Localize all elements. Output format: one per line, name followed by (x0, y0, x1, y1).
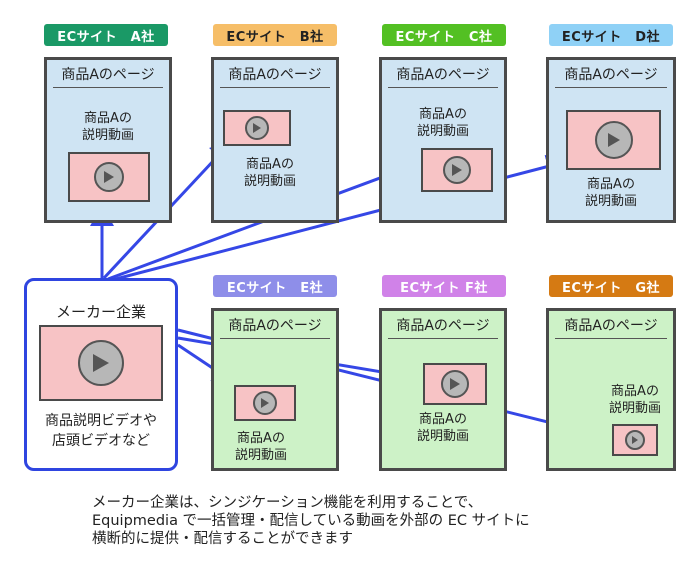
site-g-panel: 商品Aのページ 商品Aの説明動画 (546, 308, 676, 471)
site-b-panel: 商品Aのページ 商品Aの説明動画 (211, 57, 339, 223)
site-b-tag: ECサイト B社 (213, 24, 337, 46)
video-thumbnail[interactable] (423, 363, 487, 405)
page-title: 商品Aのページ (220, 66, 330, 88)
video-label: 商品Aの説明動画 (235, 431, 288, 463)
site-f-panel: 商品Aのページ 商品Aの説明動画 (379, 308, 507, 471)
site-e-tag: ECサイト E社 (213, 275, 337, 297)
site-c-panel: 商品Aのページ 商品Aの説明動画 (379, 57, 507, 223)
caption: メーカー企業は、シンジケーション機能を利用することで、 Equipmedia で… (92, 494, 530, 548)
caption-line: 横断的に提供・配信することができます (92, 531, 353, 547)
site-c-tag: ECサイト C社 (382, 24, 506, 46)
site-e-panel: 商品Aのページ 商品Aの説明動画 (211, 308, 339, 471)
page-title: 商品Aのページ (555, 66, 667, 88)
video-thumbnail[interactable] (223, 110, 291, 146)
video-thumbnail[interactable] (234, 385, 296, 421)
video-thumbnail[interactable] (612, 424, 658, 456)
site-g-tag: ECサイト G社 (549, 275, 673, 297)
caption-line: メーカー企業は、シンジケーション機能を利用することで、 (92, 495, 483, 511)
page-title: 商品Aのページ (53, 66, 163, 88)
maker-title: メーカー企業 (55, 303, 146, 321)
page-title: 商品Aのページ (388, 66, 498, 88)
site-a-panel: 商品Aのページ 商品Aの説明動画 (44, 57, 172, 223)
site-f-tag: ECサイト F社 (382, 275, 506, 297)
video-label: 商品Aの説明動画 (416, 412, 469, 444)
play-icon (625, 430, 645, 450)
play-icon (253, 391, 277, 415)
video-label: 商品Aの説明動画 (584, 177, 637, 209)
video-thumbnail[interactable] (566, 110, 661, 170)
play-icon (78, 340, 124, 386)
play-icon (594, 121, 633, 159)
site-d-tag: ECサイト D社 (549, 24, 673, 46)
video-thumbnail[interactable] (68, 152, 150, 202)
video-thumbnail[interactable] (421, 148, 493, 192)
page-title: 商品Aのページ (388, 317, 498, 339)
maker-video-thumbnail[interactable] (39, 325, 163, 401)
play-icon (245, 116, 269, 140)
page-title: 商品Aのページ (220, 317, 330, 339)
maker-company-box: メーカー企業 商品説明ビデオや店頭ビデオなど (24, 278, 178, 471)
play-icon (443, 156, 471, 184)
site-a-tag: ECサイト A社 (44, 24, 168, 46)
play-icon (441, 370, 469, 398)
video-label: 商品Aの説明動画 (81, 111, 134, 143)
play-icon (94, 162, 124, 192)
caption-line: Equipmedia で一括管理・配信している動画を外部の EC サイトに (92, 513, 530, 529)
video-label: 商品Aの説明動画 (244, 157, 297, 189)
video-label: 商品Aの説明動画 (416, 107, 469, 139)
site-d-panel: 商品Aのページ 商品Aの説明動画 (546, 57, 676, 223)
video-label: 商品Aの説明動画 (609, 384, 662, 416)
page-title: 商品Aのページ (555, 317, 667, 339)
maker-description: 商品説明ビデオや店頭ビデオなど (45, 413, 157, 449)
